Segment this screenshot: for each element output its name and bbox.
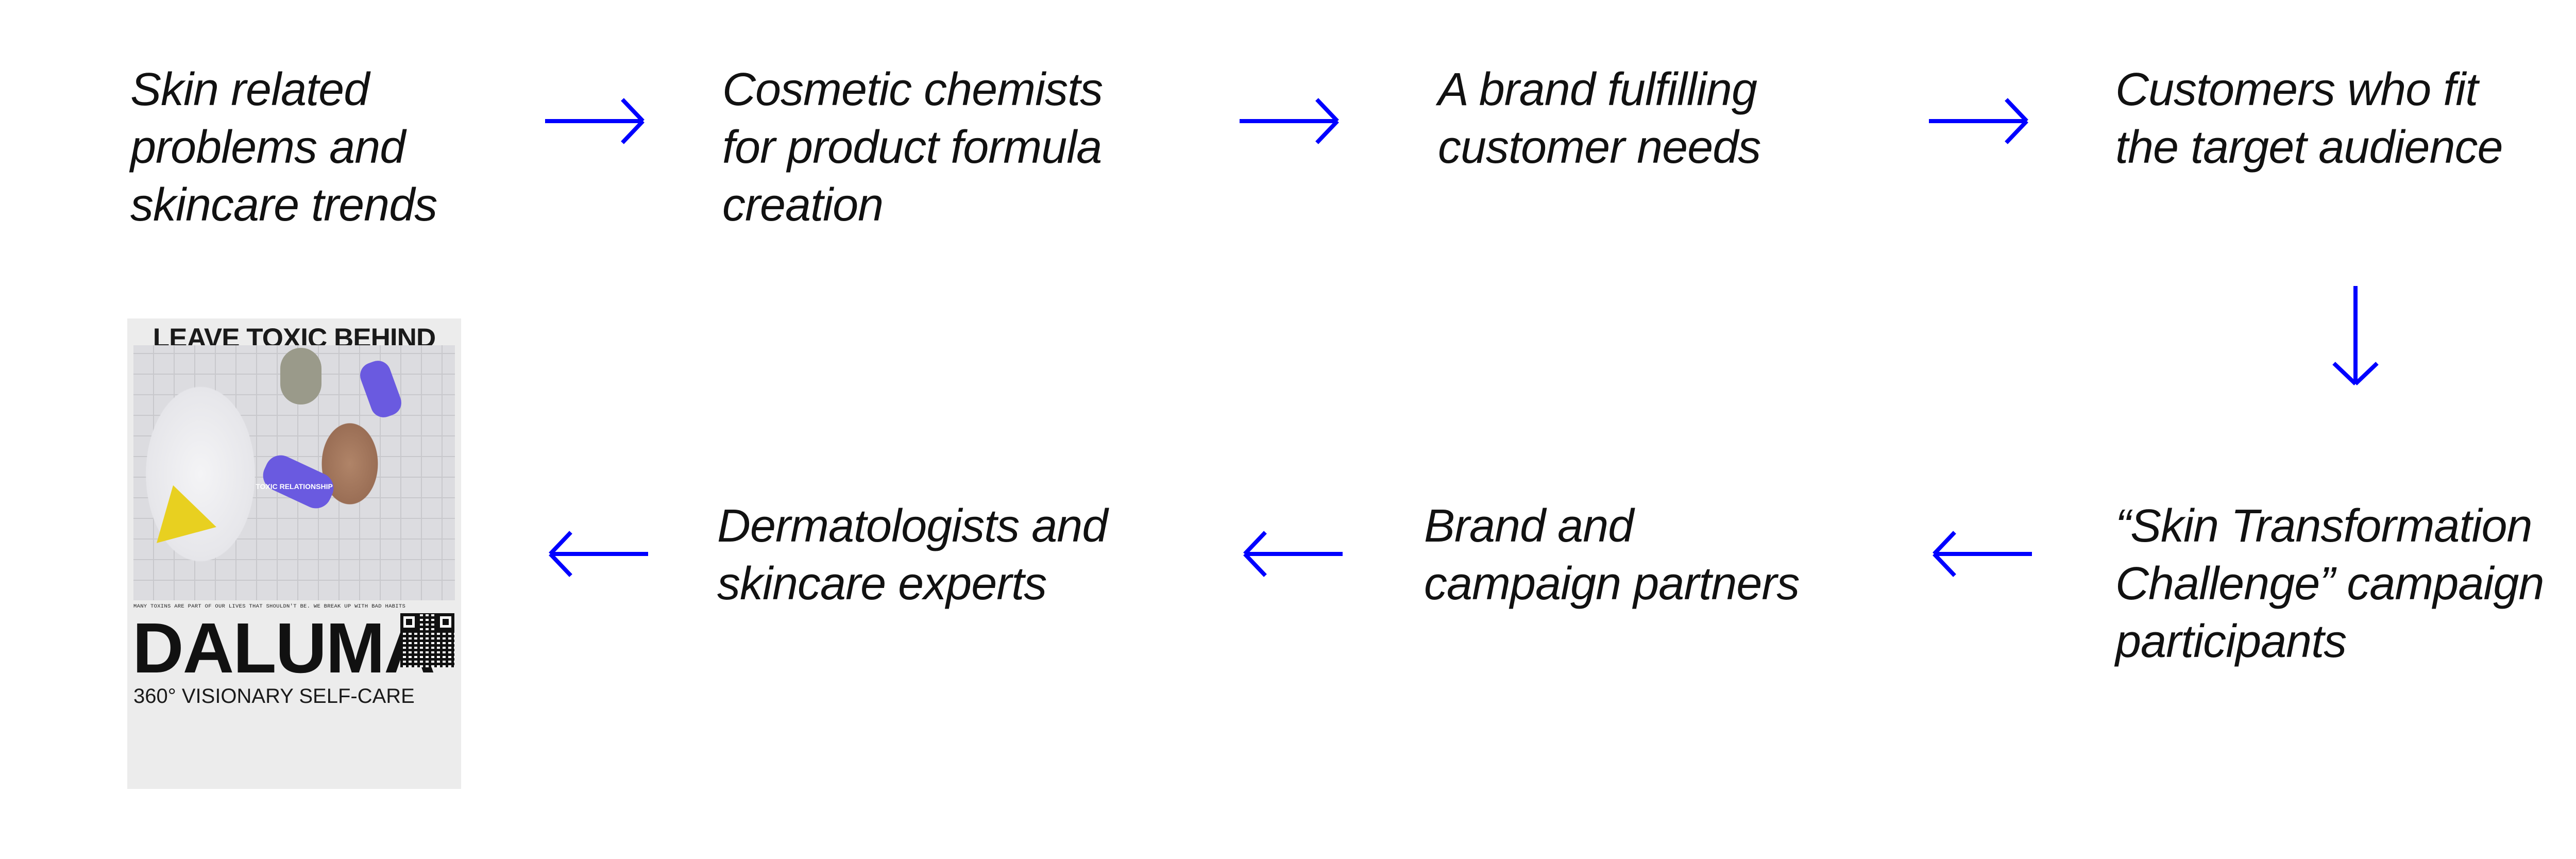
poster-overlay-text: TOXIC RELATIONSHIP bbox=[256, 482, 333, 491]
gas-mask-shape bbox=[280, 348, 321, 405]
arrow-left-icon bbox=[1933, 531, 2032, 577]
arrow-left-icon bbox=[1243, 531, 1343, 577]
arrow-right-icon bbox=[1929, 98, 2028, 144]
campaign-poster: LEAVE TOXIC BEHIND TOXIC RELATIONSHIP MA… bbox=[127, 318, 461, 789]
node-cosmetic-chemists: Cosmetic chemists for product formula cr… bbox=[722, 64, 1103, 231]
node-customers: Customers who fit the target audience bbox=[2115, 64, 2503, 173]
poster-subtitle: 360° VISIONARY SELF-CARE bbox=[133, 685, 415, 708]
node-skin-problems: Skin related problems and skincare trend… bbox=[130, 64, 437, 231]
arrow-left-icon bbox=[549, 531, 648, 577]
arrow-down-icon bbox=[2332, 286, 2379, 385]
glove-shape bbox=[356, 357, 405, 421]
poster-tagline: MANY TOXINS ARE PART OF OUR LIVES THAT S… bbox=[133, 603, 406, 610]
node-dermatologists: Dermatologists and skincare experts bbox=[717, 500, 1108, 610]
arrow-right-icon bbox=[545, 98, 645, 144]
glove-shape bbox=[258, 450, 339, 514]
arrow-right-icon bbox=[1240, 98, 1339, 144]
node-brand: A brand fulfilling customer needs bbox=[1438, 64, 1761, 173]
node-partners: Brand and campaign partners bbox=[1424, 500, 1800, 610]
node-campaign-participants: “Skin Transformation Challenge” campaign… bbox=[2115, 500, 2545, 667]
poster-photo: TOXIC RELATIONSHIP bbox=[133, 345, 455, 600]
poster-brand: DALUMA bbox=[132, 609, 435, 688]
qr-code-icon bbox=[400, 613, 454, 667]
